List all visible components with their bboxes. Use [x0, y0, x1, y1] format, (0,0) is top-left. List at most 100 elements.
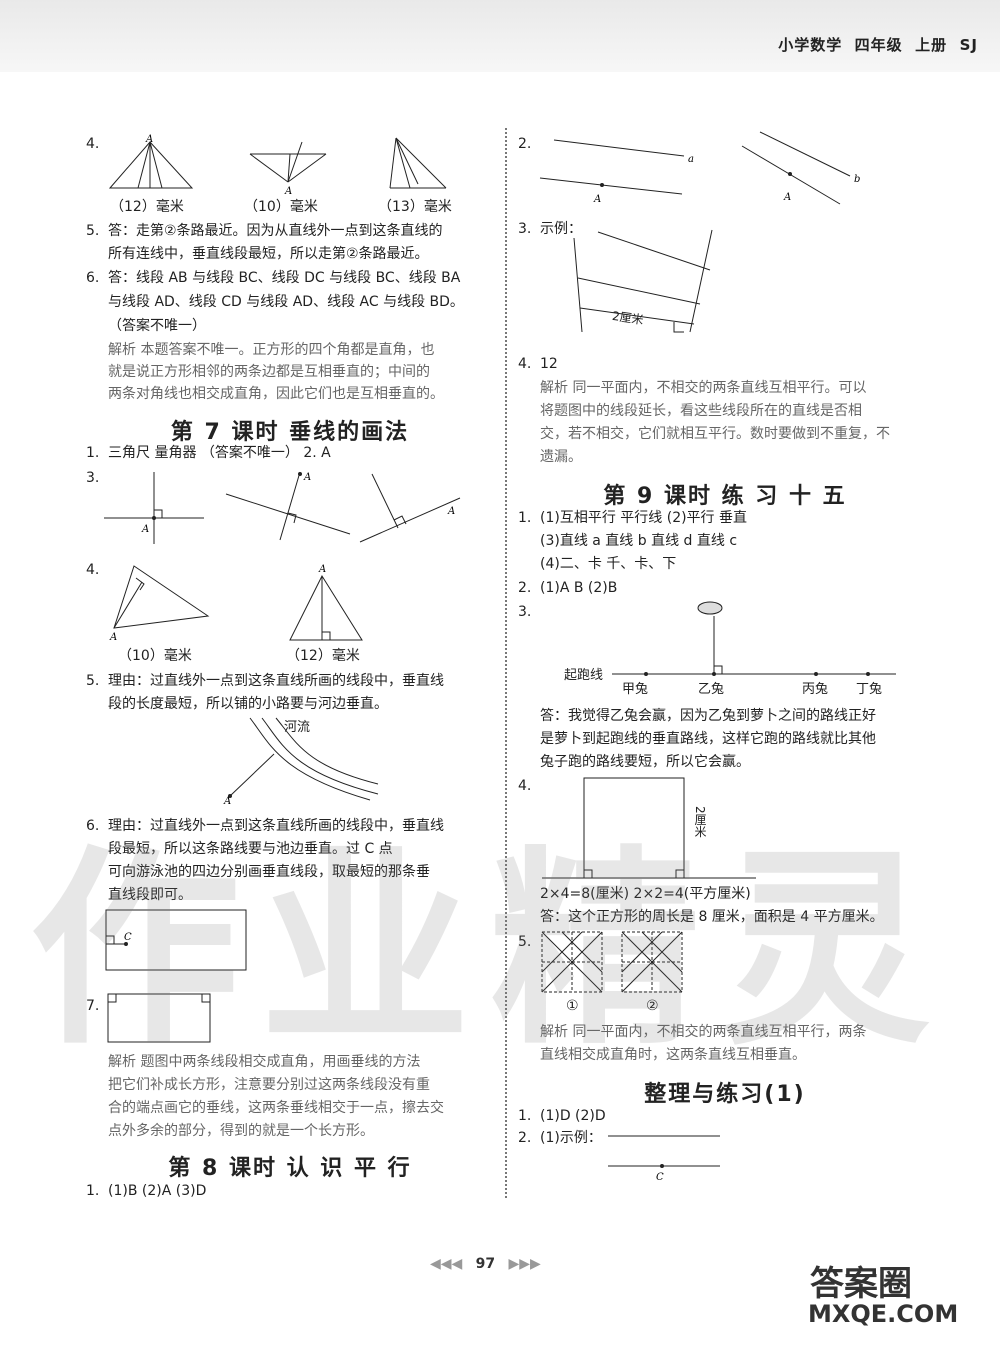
- l9-q5-mark-1: ①: [566, 998, 579, 1014]
- svg-text:C: C: [656, 1172, 664, 1183]
- l9-q3-number: 3.: [518, 604, 532, 620]
- analysis-6-line-3: 两条对角线也相交成直角，因此它们也是互相垂直的。: [108, 386, 444, 402]
- l9-q1-line-1: (1)互相平行 平行线 (2)平行 垂直: [540, 510, 748, 526]
- watermark-logo: 答案圈: [810, 1264, 912, 1304]
- svg-text:A: A: [318, 564, 326, 575]
- analysis-7-line-3: 合的端点画它的垂线，这两条垂线相交于一点，擦去交: [108, 1100, 444, 1116]
- analysis-7-line-4: 点外多余的部分，得到的就是一个长方形。: [108, 1123, 374, 1139]
- column-divider: [505, 128, 507, 1198]
- rabbit-bing: 丙兔: [802, 682, 829, 697]
- l9-q4-square-figure: [542, 777, 756, 879]
- l7-q5-line-1: 理由：过直线外一点到这条直线所画的线段中，垂直线: [108, 673, 444, 689]
- r-q3-parallel-example-figure: [573, 229, 713, 333]
- r-review-q1-answer: (1)D (2)D: [540, 1108, 606, 1124]
- rabbit-jia: 甲兔: [622, 682, 649, 697]
- analysis-r5-line-1: 解析 同一平面内，不相交的两条直线互相平行，两条: [540, 1024, 867, 1040]
- svg-text:A: A: [145, 134, 153, 145]
- q4-label-1: （12）毫米: [110, 199, 184, 215]
- lesson-9-title: 第 9 课时 练 习 十 五: [603, 484, 847, 509]
- svg-text:A: A: [109, 632, 117, 643]
- r-q2-number: 2.: [518, 136, 532, 152]
- r-q3-number: 3.: [518, 221, 532, 237]
- l9-q1-line-3: (4)二、卡 千、卡、下: [540, 556, 677, 572]
- l7-q7-rectangle-figure: [107, 993, 211, 1043]
- l9-q3-answer-2: 是萝卜到起跑线的垂直路线，这样它跑的路线就比其他: [540, 731, 876, 747]
- l9-q2-answer: (1)A B (2)B: [540, 580, 618, 596]
- l9-q5-number: 5.: [518, 934, 532, 950]
- l7-q3-number: 3.: [86, 470, 100, 486]
- analysis-6-line-1: 解析 本题答案不唯一。正方形的四个角都是直角，也: [108, 342, 435, 358]
- q6-line-2: 与线段 AD、线段 CD 与线段 AD、线段 AC 与线段 BD。: [108, 294, 464, 310]
- r-q3-measure-label: 2厘米: [611, 308, 645, 328]
- radish-icon: [697, 601, 723, 615]
- analysis-r4-line-3: 交，若不相交，它们就相互平行。数时要做到不重复，不: [540, 426, 890, 442]
- r-q3-text: 示例：: [540, 221, 582, 237]
- svg-text:A: A: [284, 186, 292, 196]
- l9-q4-number: 4.: [518, 778, 532, 794]
- l9-q3-race-figure: [612, 601, 896, 676]
- l7-q6-line-1: 理由：过直线外一点到这条直线所画的线段中，垂直线: [108, 818, 444, 834]
- l8-q1-answer: (1)B (2)A (3)D: [108, 1183, 207, 1199]
- svg-text:A: A: [303, 472, 311, 483]
- q5-line-1: 答：走第②条路最近。因为从直线外一点到这条直线的: [108, 223, 443, 239]
- l7-q4-number: 4.: [86, 562, 100, 578]
- l9-q4-side-label: 2厘米: [693, 806, 707, 838]
- l8-q1-number: 1.: [86, 1183, 100, 1199]
- q6-line-3: （答案不唯一）: [108, 318, 206, 334]
- l9-q5-grid-figure: [541, 931, 683, 993]
- svg-text:A: A: [223, 796, 231, 804]
- l9-q3-answer-3: 兔子跑的路线要短，所以它会赢。: [540, 754, 750, 770]
- l7-q1-answer: 三角尺 量角器 （答案不唯一） 2. A: [108, 445, 331, 461]
- analysis-7-line-2: 把它们补成长方形，注意要分别过这两条线段没有重: [108, 1077, 430, 1093]
- q4-number: 4.: [86, 136, 100, 152]
- l9-q2-number: 2.: [518, 580, 532, 596]
- r-q2-parallel-figure: a A b A: [539, 131, 860, 205]
- analysis-r4-line-2: 将题图中的线段延长，看这些线段所在的直线是否相: [540, 403, 862, 419]
- q4-label-2: （10）毫米: [244, 199, 318, 215]
- l7-q6-line-4: 直线段即可。: [108, 887, 192, 903]
- l9-q1-line-2: (3)直线 a 直线 b 直线 d 直线 c: [540, 533, 738, 549]
- r-q4-answer: 12: [540, 356, 558, 372]
- prev-arrows-icon: ◀◀◀: [430, 1256, 463, 1272]
- analysis-r4-line-4: 遗漏。: [540, 449, 582, 465]
- page-footer: ◀◀◀ 97 ▶▶▶: [430, 1256, 541, 1272]
- r-review-q2-number: 2.: [518, 1130, 532, 1146]
- l7-q3-perpendicular-figure: A A A: [104, 471, 461, 544]
- page-number: 97: [475, 1256, 496, 1272]
- header-title: 小学数学 四年级 上册 SJ: [778, 36, 978, 54]
- l7-q4-label-2: （12）毫米: [286, 648, 360, 664]
- start-line-label: 起跑线: [564, 668, 604, 683]
- q6-number: 6.: [86, 270, 100, 286]
- analysis-7-line-1: 解析 题图中两条线段相交成直角，用画垂线的方法: [108, 1054, 421, 1070]
- l9-q3-answer-1: 答：我觉得乙兔会赢，因为乙兔到萝卜之间的路线正好: [540, 708, 876, 724]
- river-label: 河流: [284, 720, 311, 735]
- l9-q4-answer: 答：这个正方形的周长是 8 厘米，面积是 4 平方厘米。: [540, 909, 884, 925]
- l7-q7-number: 7.: [86, 998, 100, 1014]
- q5-number: 5.: [86, 223, 100, 239]
- analysis-6-line-2: 就是说正方形相邻的两条边都是互相垂直的；中间的: [108, 364, 430, 380]
- svg-text:a: a: [688, 154, 694, 165]
- l9-q5-mark-2: ②: [646, 998, 659, 1014]
- l7-q5-number: 5.: [86, 673, 100, 689]
- svg-text:C: C: [124, 932, 132, 943]
- analysis-r4-line-1: 解析 同一平面内，不相交的两条直线互相平行。可以: [540, 380, 867, 396]
- l7-q6-number: 6.: [86, 818, 100, 834]
- rabbit-yi: 乙兔: [698, 682, 725, 697]
- q5-line-2: 所有连线中，垂直线段最短，所以走第②条路最近。: [108, 246, 429, 262]
- watermark-text: 作业精灵: [30, 826, 951, 1073]
- l9-q1-number: 1.: [518, 510, 532, 526]
- svg-text:A: A: [141, 524, 149, 535]
- svg-text:A: A: [593, 194, 601, 205]
- l7-q5-line-2: 段的长度最短，所以铺的小路要与河边垂直。: [108, 696, 388, 712]
- analysis-r5-line-2: 直线相交成直角时，这两条直线互相垂直。: [540, 1047, 806, 1063]
- l7-q6-line-2: 段最短，所以这条路线要与池边垂直。过 C 点: [108, 841, 393, 857]
- l7-q5-river-figure: A: [223, 717, 379, 804]
- r-review-q1-number: 1.: [518, 1108, 532, 1124]
- lesson-7-title: 第 7 课时 垂线的画法: [170, 420, 410, 445]
- r-q4-number: 4.: [518, 356, 532, 372]
- svg-text:b: b: [854, 174, 860, 185]
- svg-text:A: A: [783, 192, 791, 203]
- l9-q4-calc: 2×4=8(厘米) 2×2=4(平方厘米): [540, 886, 751, 902]
- lesson-8-title: 第 8 课时 认 识 平 行: [168, 1156, 412, 1181]
- r-review-q2-answer: (1)示例：: [540, 1130, 602, 1146]
